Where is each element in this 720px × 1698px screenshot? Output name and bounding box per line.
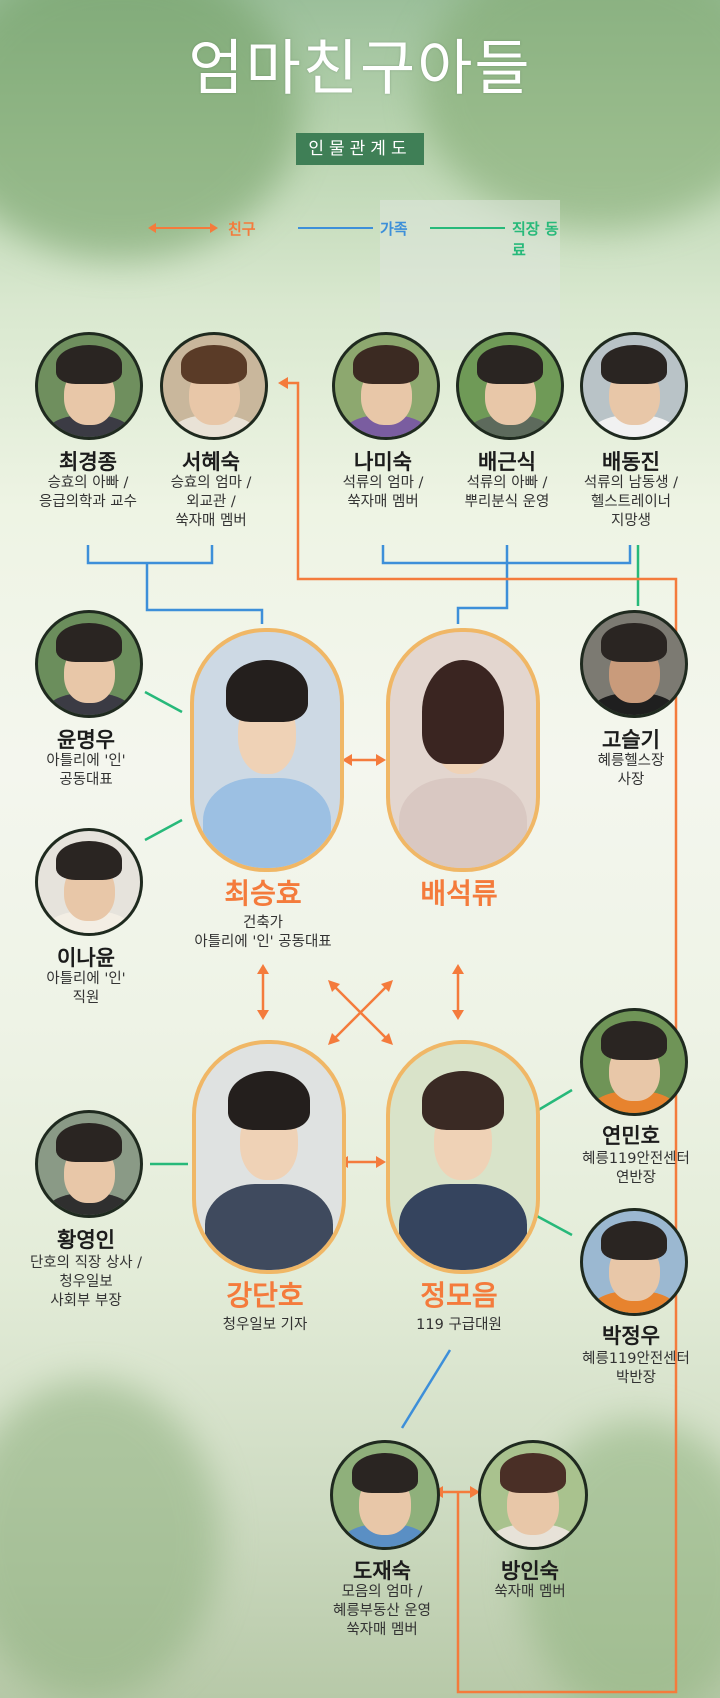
legend-coworker-line [430,227,505,229]
avatar-seo-hyesook [160,332,268,440]
name-na-misook: 나미숙 [354,450,412,474]
name-jung-moeum: 정모음 [420,1279,498,1312]
avatar-go-seulgi [580,610,688,718]
coworker-lines [144,545,640,1237]
background-tree [0,1380,220,1698]
desc-na-misook: 석류의 엄마 / 쑥자매 멤버 [342,475,424,510]
background-building [380,200,560,350]
family-line-moeum-jaesook [400,1349,452,1429]
name-choi-kyungjong: 최경종 [59,450,117,474]
desc-jung-moeum: 119 구급대원 [416,1317,502,1333]
desc-kang-danho: 청우일보 기자 [222,1317,308,1333]
avatar-park-jungwoo [580,1208,688,1316]
portrait-bae-seokryu [386,628,540,872]
name-go-seulgi: 고슬기 [602,728,660,752]
avatar-bang-insook [478,1440,588,1550]
name-lee-nayoon: 이나윤 [57,946,115,970]
legend: 친구 가족 직장 동료 [148,210,568,259]
friend-line-hyesook-insook [286,381,678,1694]
portrait-choi-seunghyo [190,628,344,872]
avatar-bae-dongjin [580,332,688,440]
coworker-line-minho [534,1088,573,1114]
name-choi-seunghyo: 최승효 [224,877,302,910]
desc-yoon-myungwoo: 아틀리에 '인' 공동대표 [46,753,126,788]
desc-choi-kyungjong: 승효의 아빠 / 응급의학과 교수 [39,475,137,510]
page-title: 엄마친구아들 [188,34,532,104]
portrait-jung-moeum [386,1040,540,1274]
friend-arrow-icon [148,223,218,233]
desc-park-jungwoo: 혜릉119안전센터 박반장 [582,1351,690,1386]
family-line-choi-parents [86,545,214,565]
coworker-line-myungwoo [144,690,183,714]
desc-bae-dongjin: 석류의 남동생 / 헬스트레이너 지망생 [583,475,679,529]
avatar-choi-kyungjong [35,332,143,440]
name-yoon-myungwoo: 윤명우 [57,728,115,752]
desc-bae-geunsik: 석류의 아빠 / 뿌리분식 운영 [464,475,550,510]
name-bang-insook: 방인숙 [501,1559,559,1583]
name-bae-dongjin: 배동진 [602,450,660,474]
desc-do-jaesook: 모음의 엄마 / 혜릉부동산 운영 쑥자매 멤버 [333,1584,431,1638]
coworker-line-nayoon [144,818,183,842]
legend-coworker-label: 직장 동료 [512,220,559,259]
name-yeon-minho: 연민호 [602,1124,660,1148]
family-lines [86,545,632,1429]
desc-seo-hyesook: 승효의 엄마 / 외교관 / 쑥자매 멤버 [170,475,252,529]
portrait-kang-danho [192,1040,346,1274]
legend-friend-label: 친구 [228,220,256,238]
avatar-yeon-minho [580,1008,688,1116]
desc-yeon-minho: 혜릉119안전센터 연반장 [582,1151,690,1186]
family-line-to-seokryu [456,545,509,624]
name-do-jaesook: 도재숙 [353,1559,411,1583]
friend-line-cross-b [332,984,389,1041]
name-kang-danho: 강단호 [226,1279,304,1312]
avatar-bae-geunsik [456,332,564,440]
avatar-na-misook [332,332,440,440]
avatar-do-jaesook [330,1440,440,1550]
avatar-yoon-myungwoo [35,610,143,718]
avatar-hwang-youngin [35,1110,143,1218]
family-line-to-seunghyo [145,563,264,624]
name-seo-hyesook: 서혜숙 [182,450,240,474]
desc-choi-seunghyo: 건축가 아틀리에 '인' 공동대표 [194,915,332,950]
desc-bang-insook: 쑥자매 멤버 [494,1584,566,1600]
name-bae-seokryu: 배석류 [420,877,498,910]
desc-go-seulgi: 혜릉헬스장 사장 [597,753,665,788]
legend-family-label: 가족 [380,220,408,238]
name-park-jungwoo: 박정우 [602,1324,660,1348]
page-subtitle: 인물관계도 [296,133,424,165]
desc-hwang-youngin: 단호의 직장 상사 / 청우일보 사회부 부장 [29,1255,143,1309]
name-hwang-youngin: 황영인 [57,1228,115,1252]
desc-lee-nayoon: 아틀리에 '인' 직원 [46,971,126,1006]
name-bae-geunsik: 배근식 [478,450,536,474]
legend-family-line [298,227,373,229]
avatar-lee-nayoon [35,828,143,936]
coworker-line-jungwoo [534,1213,573,1237]
friend-lines [261,381,678,1694]
